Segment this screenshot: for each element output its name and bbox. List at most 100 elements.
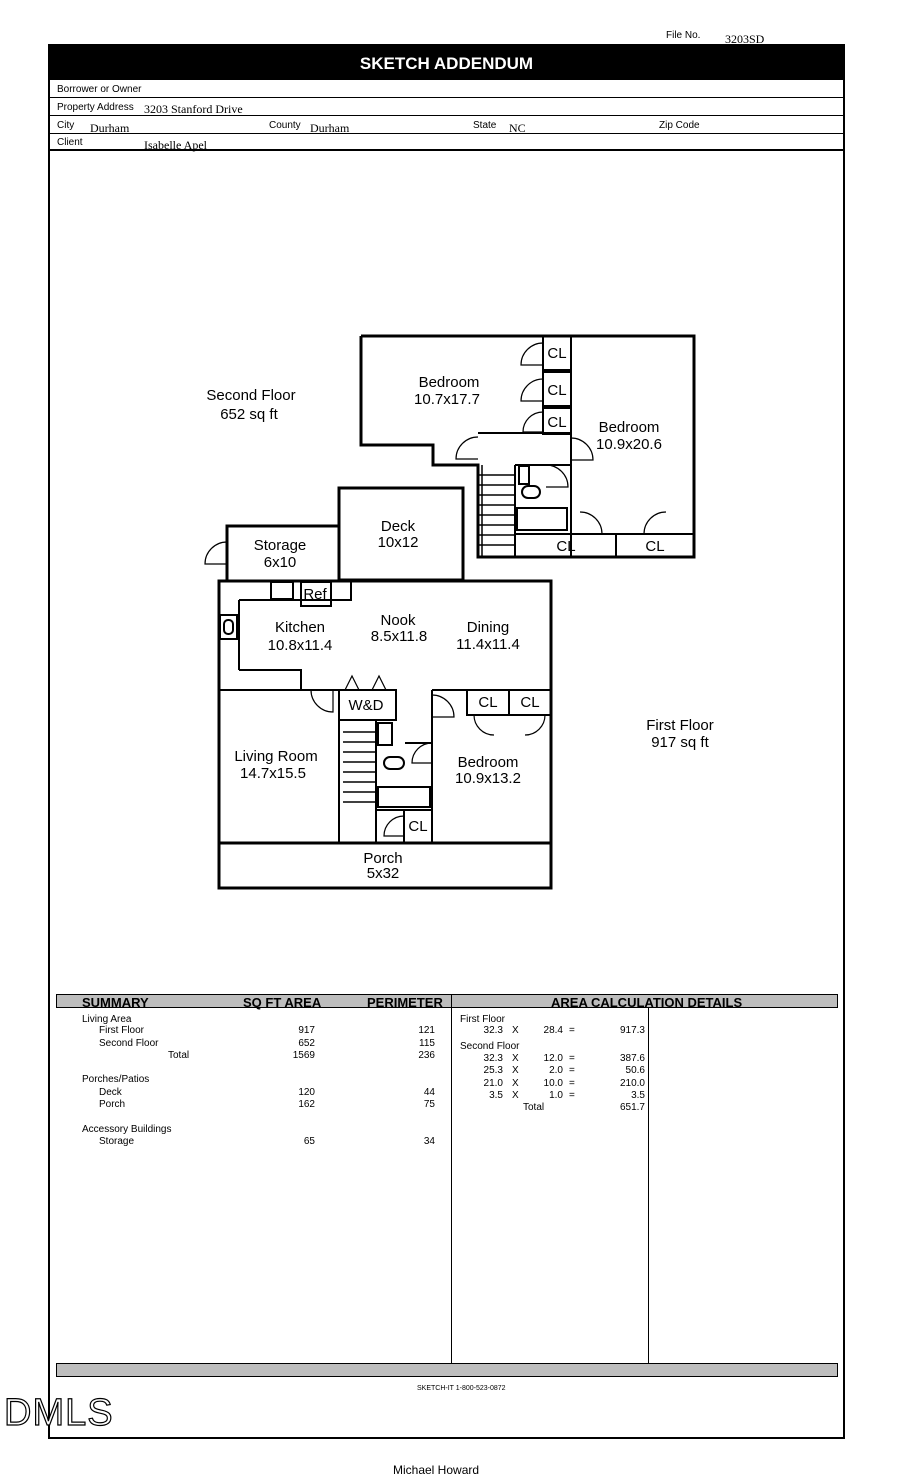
calc-total-value: 651.7 — [619, 1102, 645, 1113]
first-floor-row-area: 917 — [298, 1025, 315, 1036]
closet-column — [478, 335, 694, 557]
calc-cell: = — [569, 1053, 575, 1064]
total-row-perimeter: 236 — [418, 1050, 435, 1061]
accessory-label: Accessory Buildings — [82, 1124, 172, 1135]
calc-cell: X — [512, 1053, 519, 1064]
first-floor-area: 917 sq ft — [651, 734, 709, 751]
calc-cell: = — [569, 1065, 575, 1076]
county-label: County — [269, 120, 301, 131]
state-value: NC — [509, 121, 526, 135]
state-label: State — [473, 120, 497, 131]
storage-row-area: 65 — [303, 1136, 315, 1147]
room-label: Porch — [363, 850, 402, 867]
room-dim: 14.7x15.5 — [240, 765, 306, 782]
details-header-bar — [451, 994, 838, 1008]
calc-total-label: Total — [523, 1102, 545, 1113]
calc-cell: = — [569, 1078, 575, 1089]
details-header: AREA CALCULATION DETAILS — [551, 995, 743, 1010]
room-label: Bedroom — [419, 374, 480, 391]
row-divider — [50, 115, 843, 116]
address-label: Property Address — [57, 102, 134, 113]
room-dim: 6x10 — [264, 554, 297, 571]
calc-cell: 917.3 — [619, 1025, 645, 1036]
calc-cell: 50.6 — [625, 1065, 645, 1076]
room-label: Nook — [380, 612, 416, 629]
door-swings-upper — [455, 342, 667, 535]
column-divider — [648, 1008, 649, 1363]
living-area-label: Living Area — [82, 1014, 132, 1025]
room-label: Deck — [381, 518, 416, 535]
deck-row-area: 120 — [298, 1087, 315, 1098]
calc-cell: X — [512, 1090, 519, 1101]
room-dim: 8.5x11.8 — [371, 628, 427, 645]
room-label: Living Room — [234, 748, 317, 765]
closet-label: CL — [520, 694, 539, 711]
storage-row-label: Storage — [99, 1136, 135, 1147]
borrower-label: Borrower or Owner — [57, 84, 142, 95]
first-floor-walls — [219, 581, 552, 844]
room-label: Bedroom — [599, 419, 660, 436]
wd-label: W&D — [349, 697, 384, 714]
calc-cell: X — [512, 1025, 519, 1036]
calc-second-floor-label: Second Floor — [460, 1041, 520, 1052]
city-value: Durham — [90, 121, 130, 135]
closet-label: CL — [547, 382, 566, 399]
closet-label: CL — [478, 694, 497, 711]
summary-footer-bar — [56, 1363, 838, 1377]
sketch-it-credit: SKETCH-IT 1-800-523-0872 — [417, 1385, 506, 1392]
second-floor-row-area: 652 — [298, 1038, 315, 1049]
room-dim: 10x12 — [378, 534, 419, 551]
calc-cell: X — [512, 1078, 519, 1089]
door-swings-lower — [310, 674, 546, 837]
perimeter-header: PERIMETER — [367, 995, 443, 1010]
second-floor-stairs — [478, 465, 515, 557]
calc-cell: 10.0 — [543, 1078, 563, 1089]
area-header: SQ FT AREA — [243, 995, 322, 1010]
room-label: Dining — [467, 619, 510, 636]
calc-first-floor-label: First Floor — [460, 1014, 505, 1025]
porch-outline — [217, 841, 553, 890]
porch-row-area: 162 — [298, 1099, 315, 1110]
first-floor-row-perimeter: 121 — [418, 1025, 435, 1036]
summary-header: SUMMARY — [82, 995, 149, 1010]
agent-name: Michael Howard — [393, 1463, 480, 1477]
closet-label: CL — [547, 414, 566, 431]
room-dim: 10.8x11.4 — [268, 637, 333, 654]
plan-labels: Second Floor 652 sq ft First Floor 917 s… — [206, 345, 713, 882]
porches-label: Porches/Patios — [82, 1074, 150, 1085]
calc-cell: 32.3 — [483, 1053, 503, 1064]
second-floor-label: Second Floor — [206, 387, 295, 404]
row-divider — [50, 97, 843, 98]
calc-cell: 25.3 — [483, 1065, 503, 1076]
calc-cell: X — [512, 1065, 519, 1076]
room-dim: 11.4x11.4 — [456, 636, 520, 653]
second-floor-row-perimeter: 115 — [419, 1038, 435, 1049]
second-floor-row-label: Second Floor — [99, 1038, 159, 1049]
county-value: Durham — [310, 121, 350, 135]
calc-cell: = — [569, 1090, 575, 1101]
calc-cell: 3.5 — [631, 1090, 645, 1101]
ref-label: Ref — [303, 586, 327, 603]
porch-row-perimeter: 75 — [423, 1099, 435, 1110]
total-row-label: Total — [168, 1050, 190, 1061]
calc-cell: 387.6 — [619, 1053, 645, 1064]
first-floor-label: First Floor — [646, 717, 714, 734]
file-no: 3203SD — [725, 32, 765, 46]
closet-label: CL — [645, 538, 664, 555]
file-no-label: File No. — [666, 30, 701, 41]
client-label: Client — [57, 137, 83, 148]
second-floor-area: 652 sq ft — [220, 406, 278, 423]
first-floor-stairs — [343, 731, 376, 803]
room-dim: 10.7x17.7 — [414, 391, 480, 408]
deck-row-perimeter: 44 — [423, 1087, 435, 1098]
room-dim: 10.9x13.2 — [455, 770, 521, 787]
page-title: SKETCH ADDENDUM — [48, 44, 845, 80]
calc-cell: 21.0 — [483, 1078, 503, 1089]
total-row-area: 1569 — [292, 1050, 315, 1061]
client-value: Isabelle Apel — [144, 138, 207, 152]
dmls-logo: DMLS — [3, 1391, 114, 1434]
calc-cell: 3.5 — [489, 1090, 503, 1101]
room-label: Bedroom — [458, 754, 519, 771]
room-label: Kitchen — [275, 619, 325, 636]
